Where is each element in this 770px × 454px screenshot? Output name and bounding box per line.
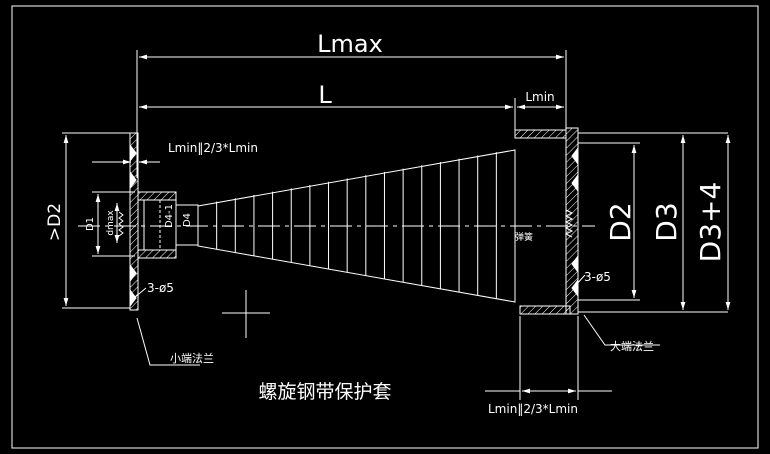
label-lmin: Lmin bbox=[525, 90, 554, 104]
small-flange bbox=[129, 132, 177, 311]
cross-mark bbox=[222, 290, 270, 338]
dimension-lines bbox=[63, 54, 731, 394]
dimension-labels: Lmax L Lmin Lmin‖2/3*Lmin Lmin‖2/3*Lmin … bbox=[45, 30, 727, 416]
label-large-flange: 大端法兰 bbox=[610, 339, 654, 353]
label-holes-right: 3-ø5 bbox=[584, 270, 611, 284]
label-d3-plus-4: D3+4 bbox=[694, 182, 727, 263]
label-lmin-top: Lmin‖2/3*Lmin bbox=[168, 141, 258, 155]
label-l: L bbox=[318, 81, 332, 109]
drawing-frame bbox=[11, 5, 759, 449]
label-lmin-bottom: Lmin‖2/3*Lmin bbox=[488, 402, 578, 416]
label-holes-left: 3-ø5 bbox=[147, 281, 174, 295]
label-dmax: dmax bbox=[106, 210, 116, 236]
label-d2-left: >D2 bbox=[45, 203, 65, 241]
large-flange bbox=[514, 127, 579, 315]
label-d1: D1 bbox=[85, 217, 96, 231]
label-d3: D3 bbox=[650, 202, 683, 241]
label-spring: 弹簧 bbox=[515, 231, 533, 243]
label-small-flange: 小端法兰 bbox=[170, 351, 214, 365]
spiral-steel-band bbox=[197, 149, 516, 303]
drawing-title: 螺旋钢带保护套 bbox=[258, 381, 391, 403]
label-lmax: Lmax bbox=[317, 30, 383, 58]
leader-lines bbox=[133, 274, 660, 366]
cone-outline bbox=[197, 149, 516, 303]
label-d4-1: D4-1 bbox=[164, 204, 175, 228]
callout-labels: 小端法兰 大端法兰 弹簧 bbox=[170, 231, 654, 365]
label-d4: D4 bbox=[182, 213, 193, 227]
label-d2-right: D2 bbox=[604, 202, 637, 241]
